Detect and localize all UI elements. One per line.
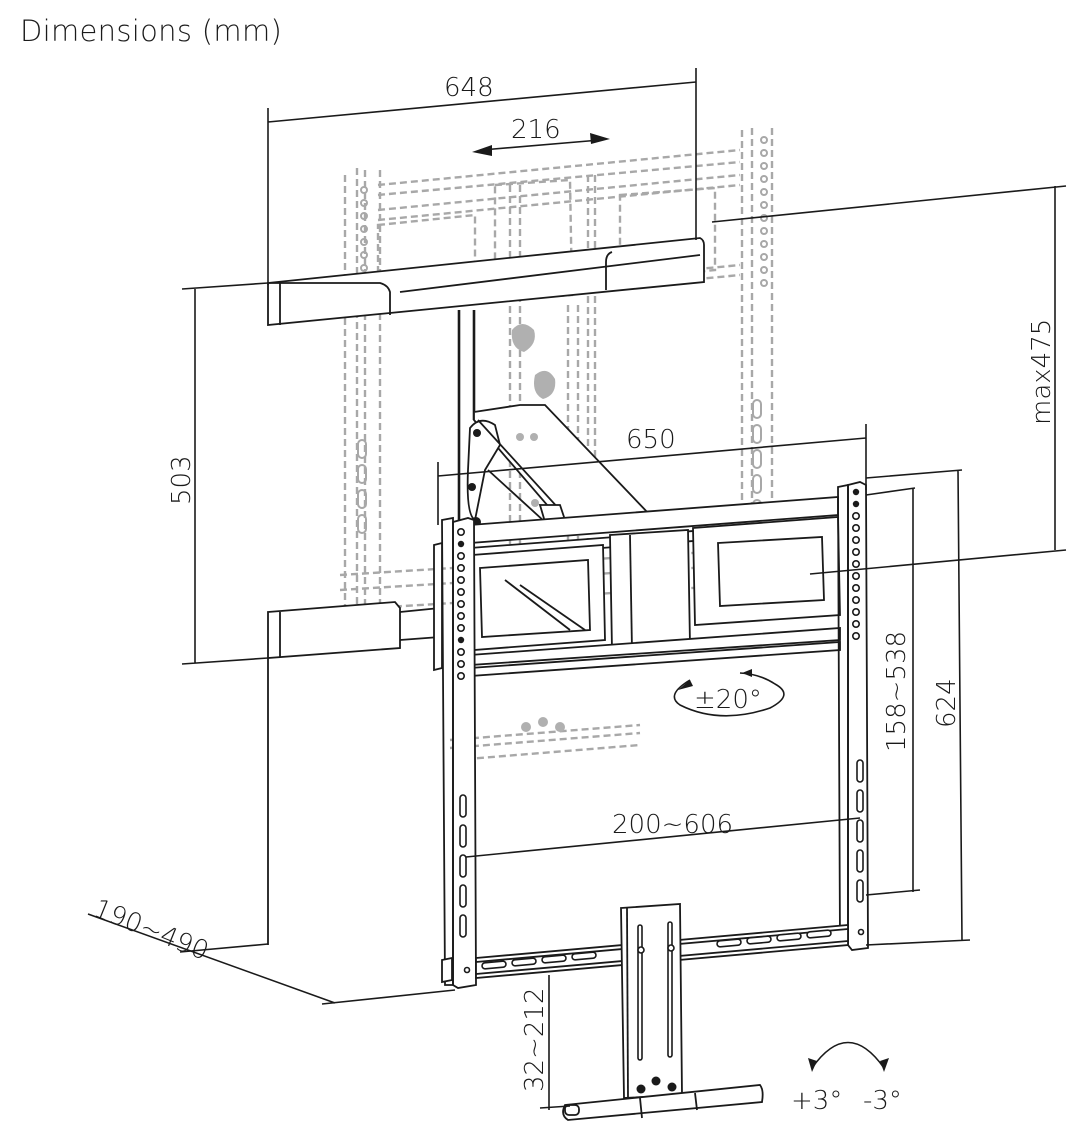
dim-max-height: max475	[1027, 319, 1057, 425]
wall-bar-bottom	[267, 601, 441, 945]
dim-shelf-drop: 32~212	[520, 988, 550, 1093]
tv-bracket-frame	[433, 481, 869, 989]
dim-vertical-travel: 503	[167, 455, 197, 505]
arm-assembly	[466, 404, 652, 527]
dimension-labels: 648 216 650 200~606 503 max475 158~538 6…	[89, 73, 1057, 1116]
dim-bracket-height: 624	[932, 678, 962, 728]
soundbar-shelf	[562, 903, 764, 1121]
angle-tilt-plus: +3°	[791, 1086, 842, 1116]
page-title: Dimensions (mm)	[20, 14, 283, 48]
dim-lateral-shift: 216	[511, 115, 561, 145]
dim-horizontal-hole-range: 200~606	[612, 810, 733, 840]
dim-wall-depth: 190~490	[89, 894, 212, 967]
angle-tilt-minus: -3°	[863, 1086, 902, 1116]
dim-arm-reach: 650	[626, 425, 676, 455]
dimension-lines	[87, 68, 1067, 1110]
dim-vertical-hole-range: 158~538	[882, 631, 912, 752]
dim-top-bar-width: 648	[444, 73, 494, 103]
wall-bar-top	[267, 237, 705, 630]
angle-swivel: ±20°	[694, 685, 762, 715]
